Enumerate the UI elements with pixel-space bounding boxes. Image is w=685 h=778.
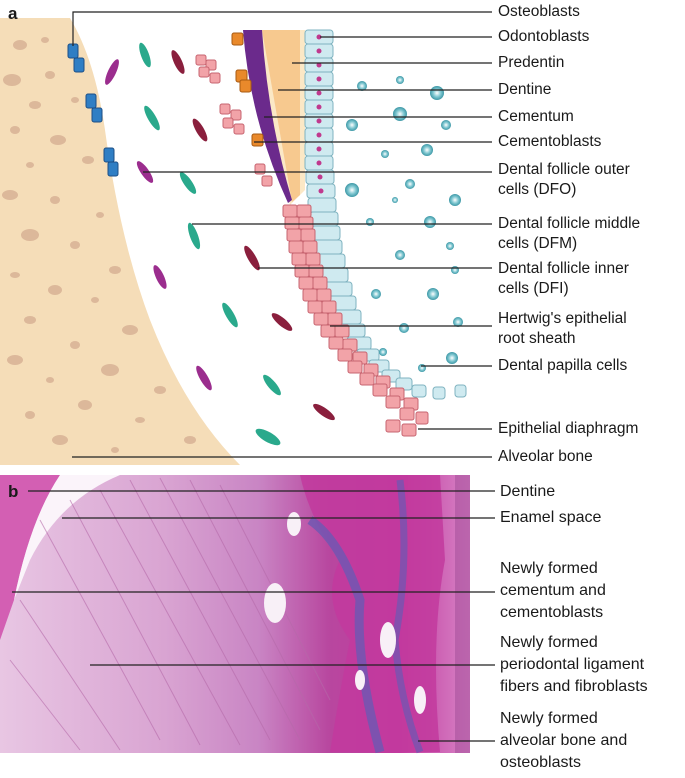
panel-b-letter: b	[8, 482, 19, 501]
hers-cells	[282, 204, 429, 437]
label-predentin: Predentin	[498, 54, 565, 71]
follicle-spindle-cells	[105, 42, 335, 446]
label-b-enamel-space: Enamel space	[500, 509, 602, 526]
label-cementum: Cementum	[498, 108, 574, 125]
label-b-pdl: Newly formed periodontal ligament fibers…	[500, 634, 648, 695]
cementoblast-cells	[231, 32, 264, 147]
alveolar-bone-shape	[0, 18, 240, 465]
panel-b-leader-lines	[12, 490, 495, 742]
label-dfi: Dental follicle inner cells (DFI)	[498, 260, 629, 297]
label-alveolar-bone: Alveolar bone	[498, 448, 593, 465]
label-b-dentine: Dentine	[500, 483, 556, 500]
label-hers: Hertwig's epithelial root sheath	[498, 310, 627, 347]
label-odontoblasts: Odontoblasts	[498, 28, 590, 45]
panel-a-letter: a	[8, 4, 18, 23]
odontoblast-nuclei	[316, 34, 324, 194]
label-osteoblasts: Osteoblasts	[498, 3, 580, 20]
label-cementoblasts: Cementoblasts	[498, 133, 602, 150]
panel-a-leader-lines	[72, 11, 492, 458]
label-dfm: Dental follicle middle cells (DFM)	[498, 215, 641, 252]
histology-micrograph	[0, 475, 470, 754]
osteoblast-cells	[67, 43, 119, 177]
label-epithelial-diaphragm: Epithelial diaphragm	[498, 420, 639, 437]
label-dfo: Dental follicle outer cells (DFO)	[498, 161, 630, 198]
label-b-alveolar-bone: Newly formed alveolar bone and osteoblas…	[500, 710, 628, 771]
label-dental-papilla: Dental papilla cells	[498, 357, 628, 374]
label-dentine: Dentine	[498, 81, 552, 98]
follicle-cell-clusters	[195, 54, 273, 187]
label-b-cementum: Newly formed cementum and cementoblasts	[500, 560, 606, 621]
